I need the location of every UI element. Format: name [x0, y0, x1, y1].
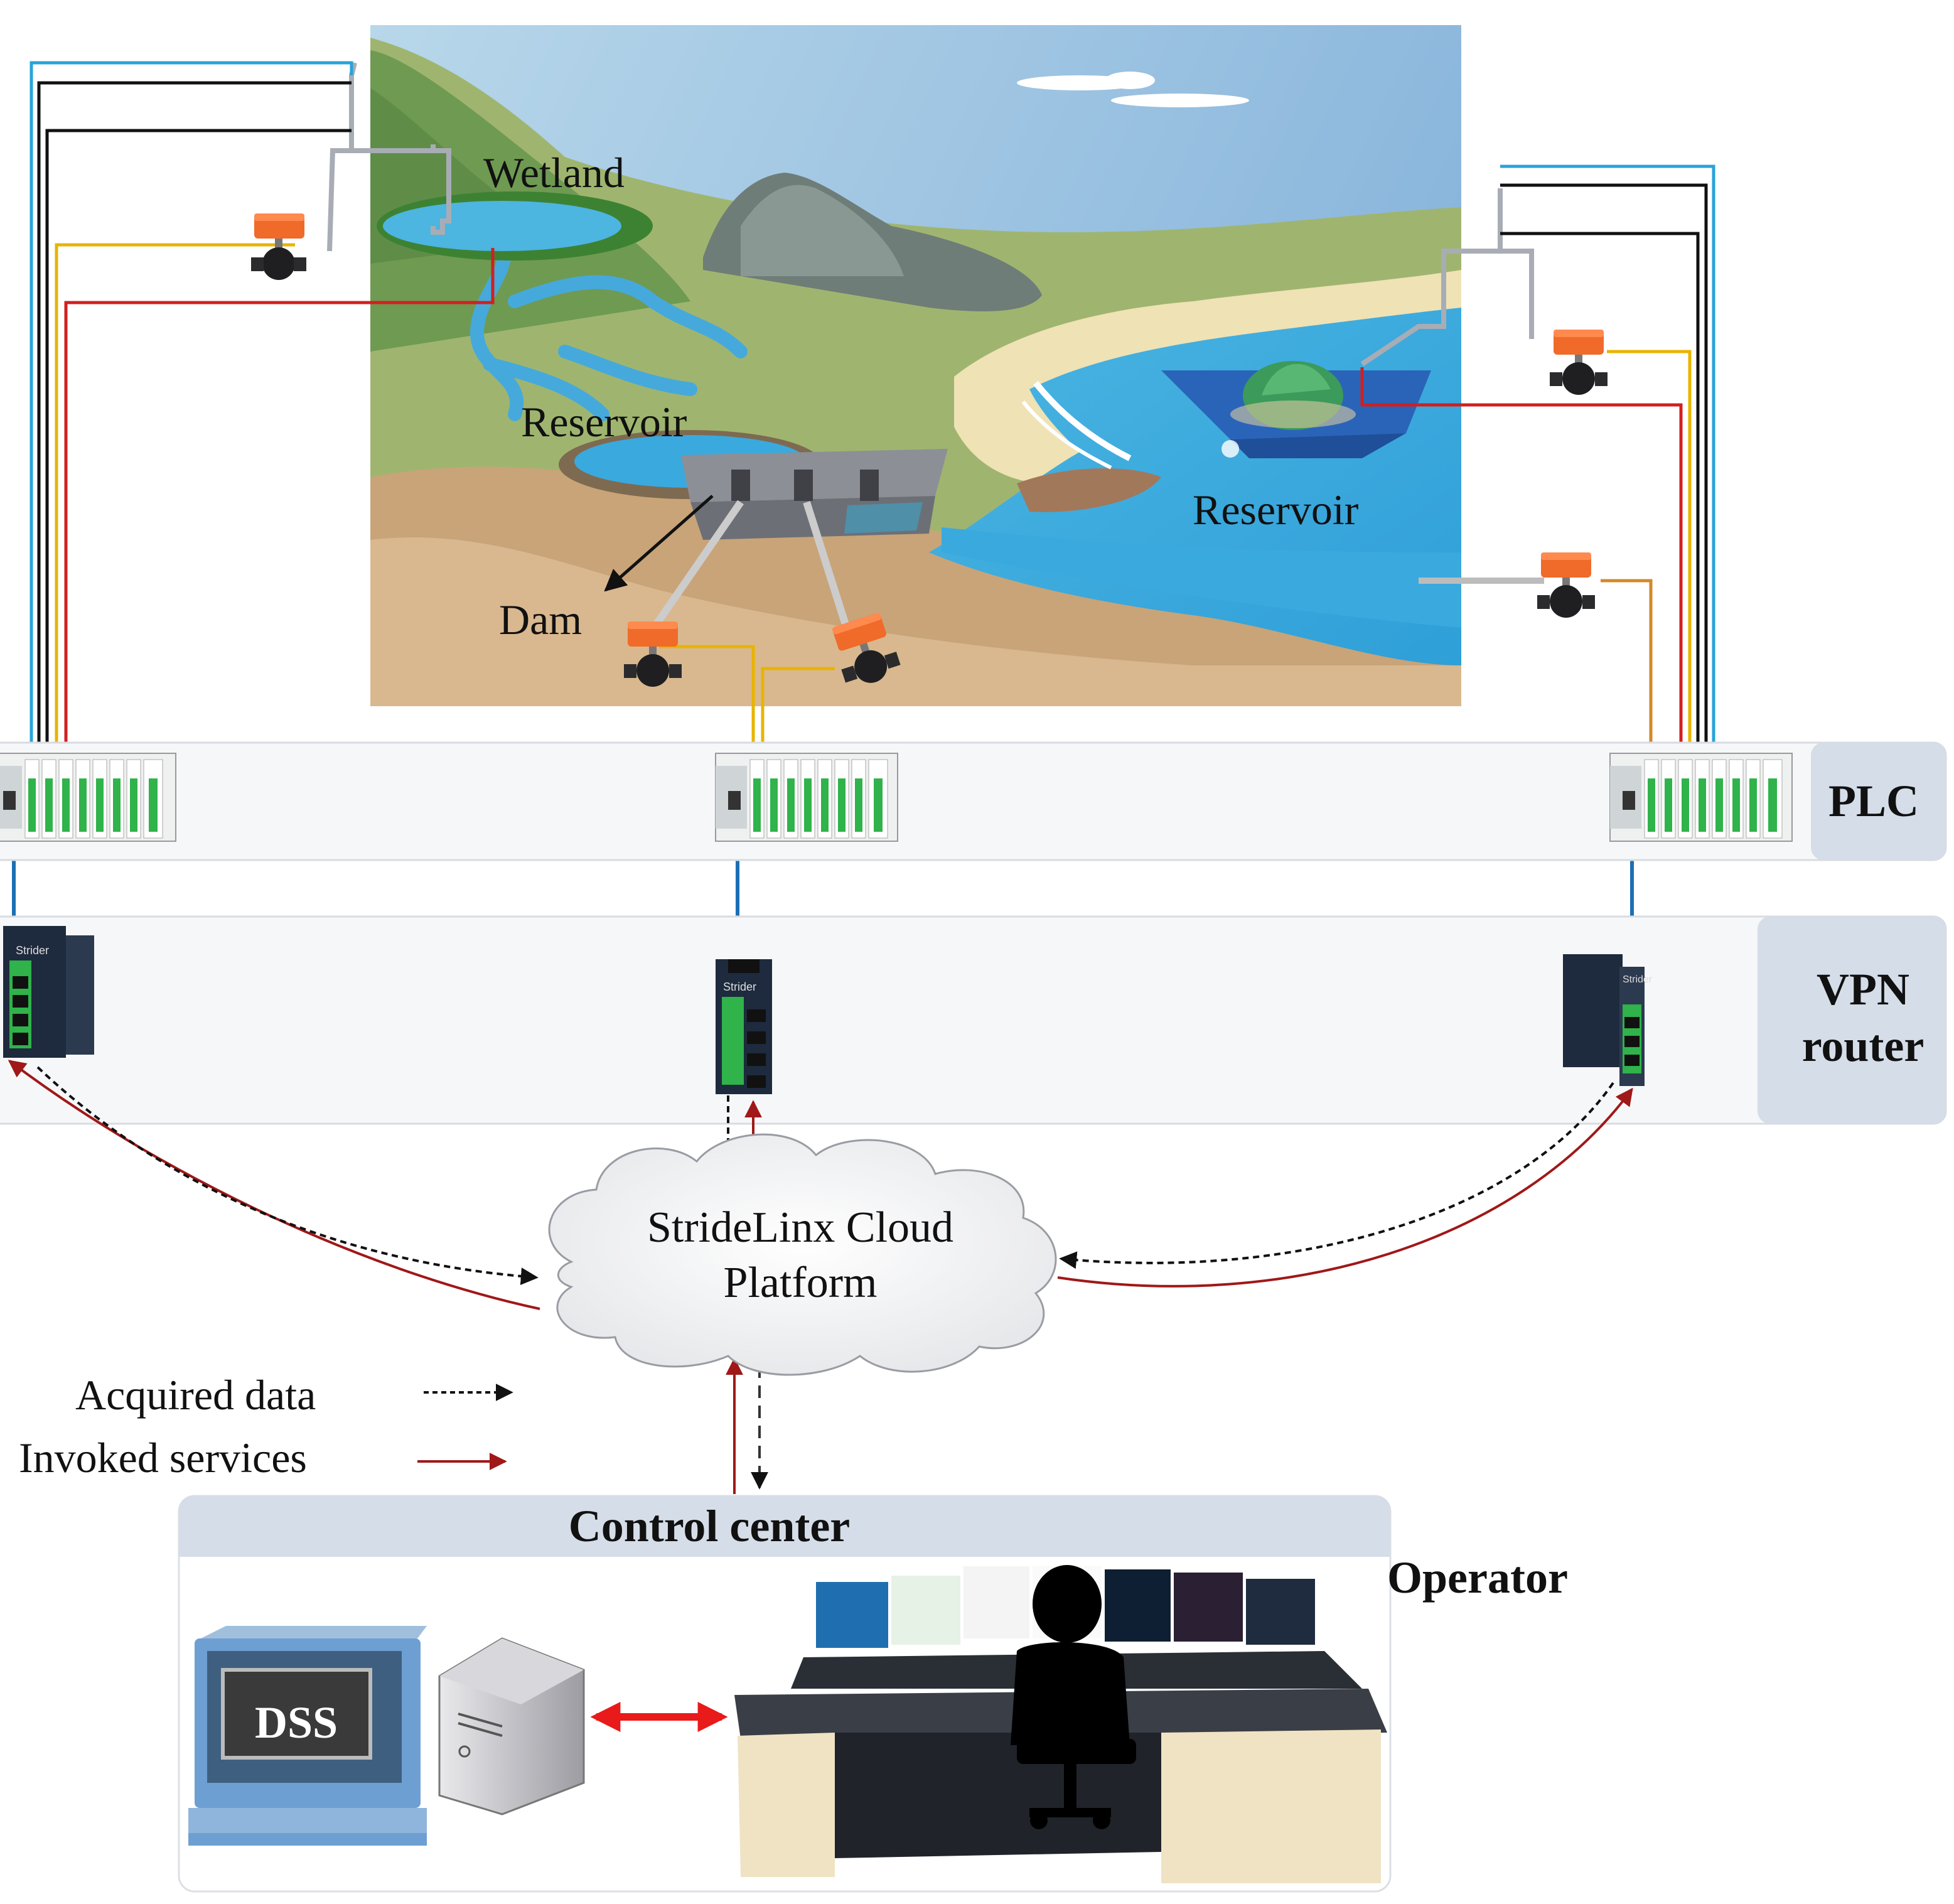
router-left-brand: Strider	[16, 944, 49, 957]
control-center-title: Control center	[569, 1501, 851, 1551]
acquired-arrow-right	[1059, 1082, 1614, 1269]
valve-actuator-wetland	[251, 213, 306, 280]
plc-unit-right	[1609, 753, 1793, 842]
dam-label: Dam	[499, 596, 582, 643]
vpn-router-left: Strider	[3, 926, 94, 1058]
vpn-label-line2: router	[1802, 1021, 1924, 1071]
cloud-label-line1: StrideLinx Cloud	[647, 1203, 953, 1252]
field-cables	[12, 61, 1715, 967]
server-tower-icon	[438, 1637, 585, 1815]
sky-clouds	[1017, 72, 1249, 107]
vpn-router-layer-band: VPN router	[0, 915, 1947, 1125]
wetland-label: Wetland	[483, 149, 625, 196]
router-center-brand: Strider	[723, 981, 756, 993]
operator-silhouette-icon	[1011, 1565, 1136, 1829]
operator-console	[734, 1565, 1387, 1883]
invoked-arrow-right	[1057, 1087, 1633, 1288]
plc-layer-band: PLC	[0, 741, 1947, 861]
legend-invoked-label: Invoked services	[19, 1434, 307, 1482]
valve-actuator-reservoir-lower	[1537, 552, 1595, 618]
operator-label: Operator	[1387, 1552, 1568, 1603]
dss-label: DSS	[255, 1697, 338, 1748]
landscape-illustration	[327, 25, 1544, 706]
cloud-platform: StrideLinx Cloud Platform	[548, 1133, 1057, 1376]
dam-pointer-arrow	[604, 495, 714, 592]
cloud-label-line2: Platform	[724, 1259, 878, 1307]
vpn-router-center: Strider	[716, 959, 772, 1094]
legend-acquired-label: Acquired data	[75, 1371, 316, 1419]
vpn-router-right: Strider	[1563, 954, 1653, 1086]
plc-unit-left	[0, 753, 176, 842]
reservoir-left-label: Reservoir	[521, 398, 687, 446]
vpn-label-line1: VPN	[1817, 964, 1909, 1014]
valve-actuator-dam-right	[832, 613, 901, 683]
valve-actuator-reservoir-upper	[1550, 330, 1608, 395]
acquired-arrow-left	[36, 1066, 539, 1286]
plc-label: PLC	[1828, 776, 1919, 826]
reservoir-right-label: Reservoir	[1193, 486, 1359, 534]
dss-computer: DSS	[188, 1626, 427, 1846]
router-right-brand: Strider	[1623, 974, 1653, 985]
plc-unit-center	[715, 753, 898, 842]
valve-actuator-dam-left	[624, 621, 682, 687]
legend: Acquired data Invoked services	[19, 1371, 513, 1482]
invoked-arrow-left	[8, 1060, 540, 1310]
